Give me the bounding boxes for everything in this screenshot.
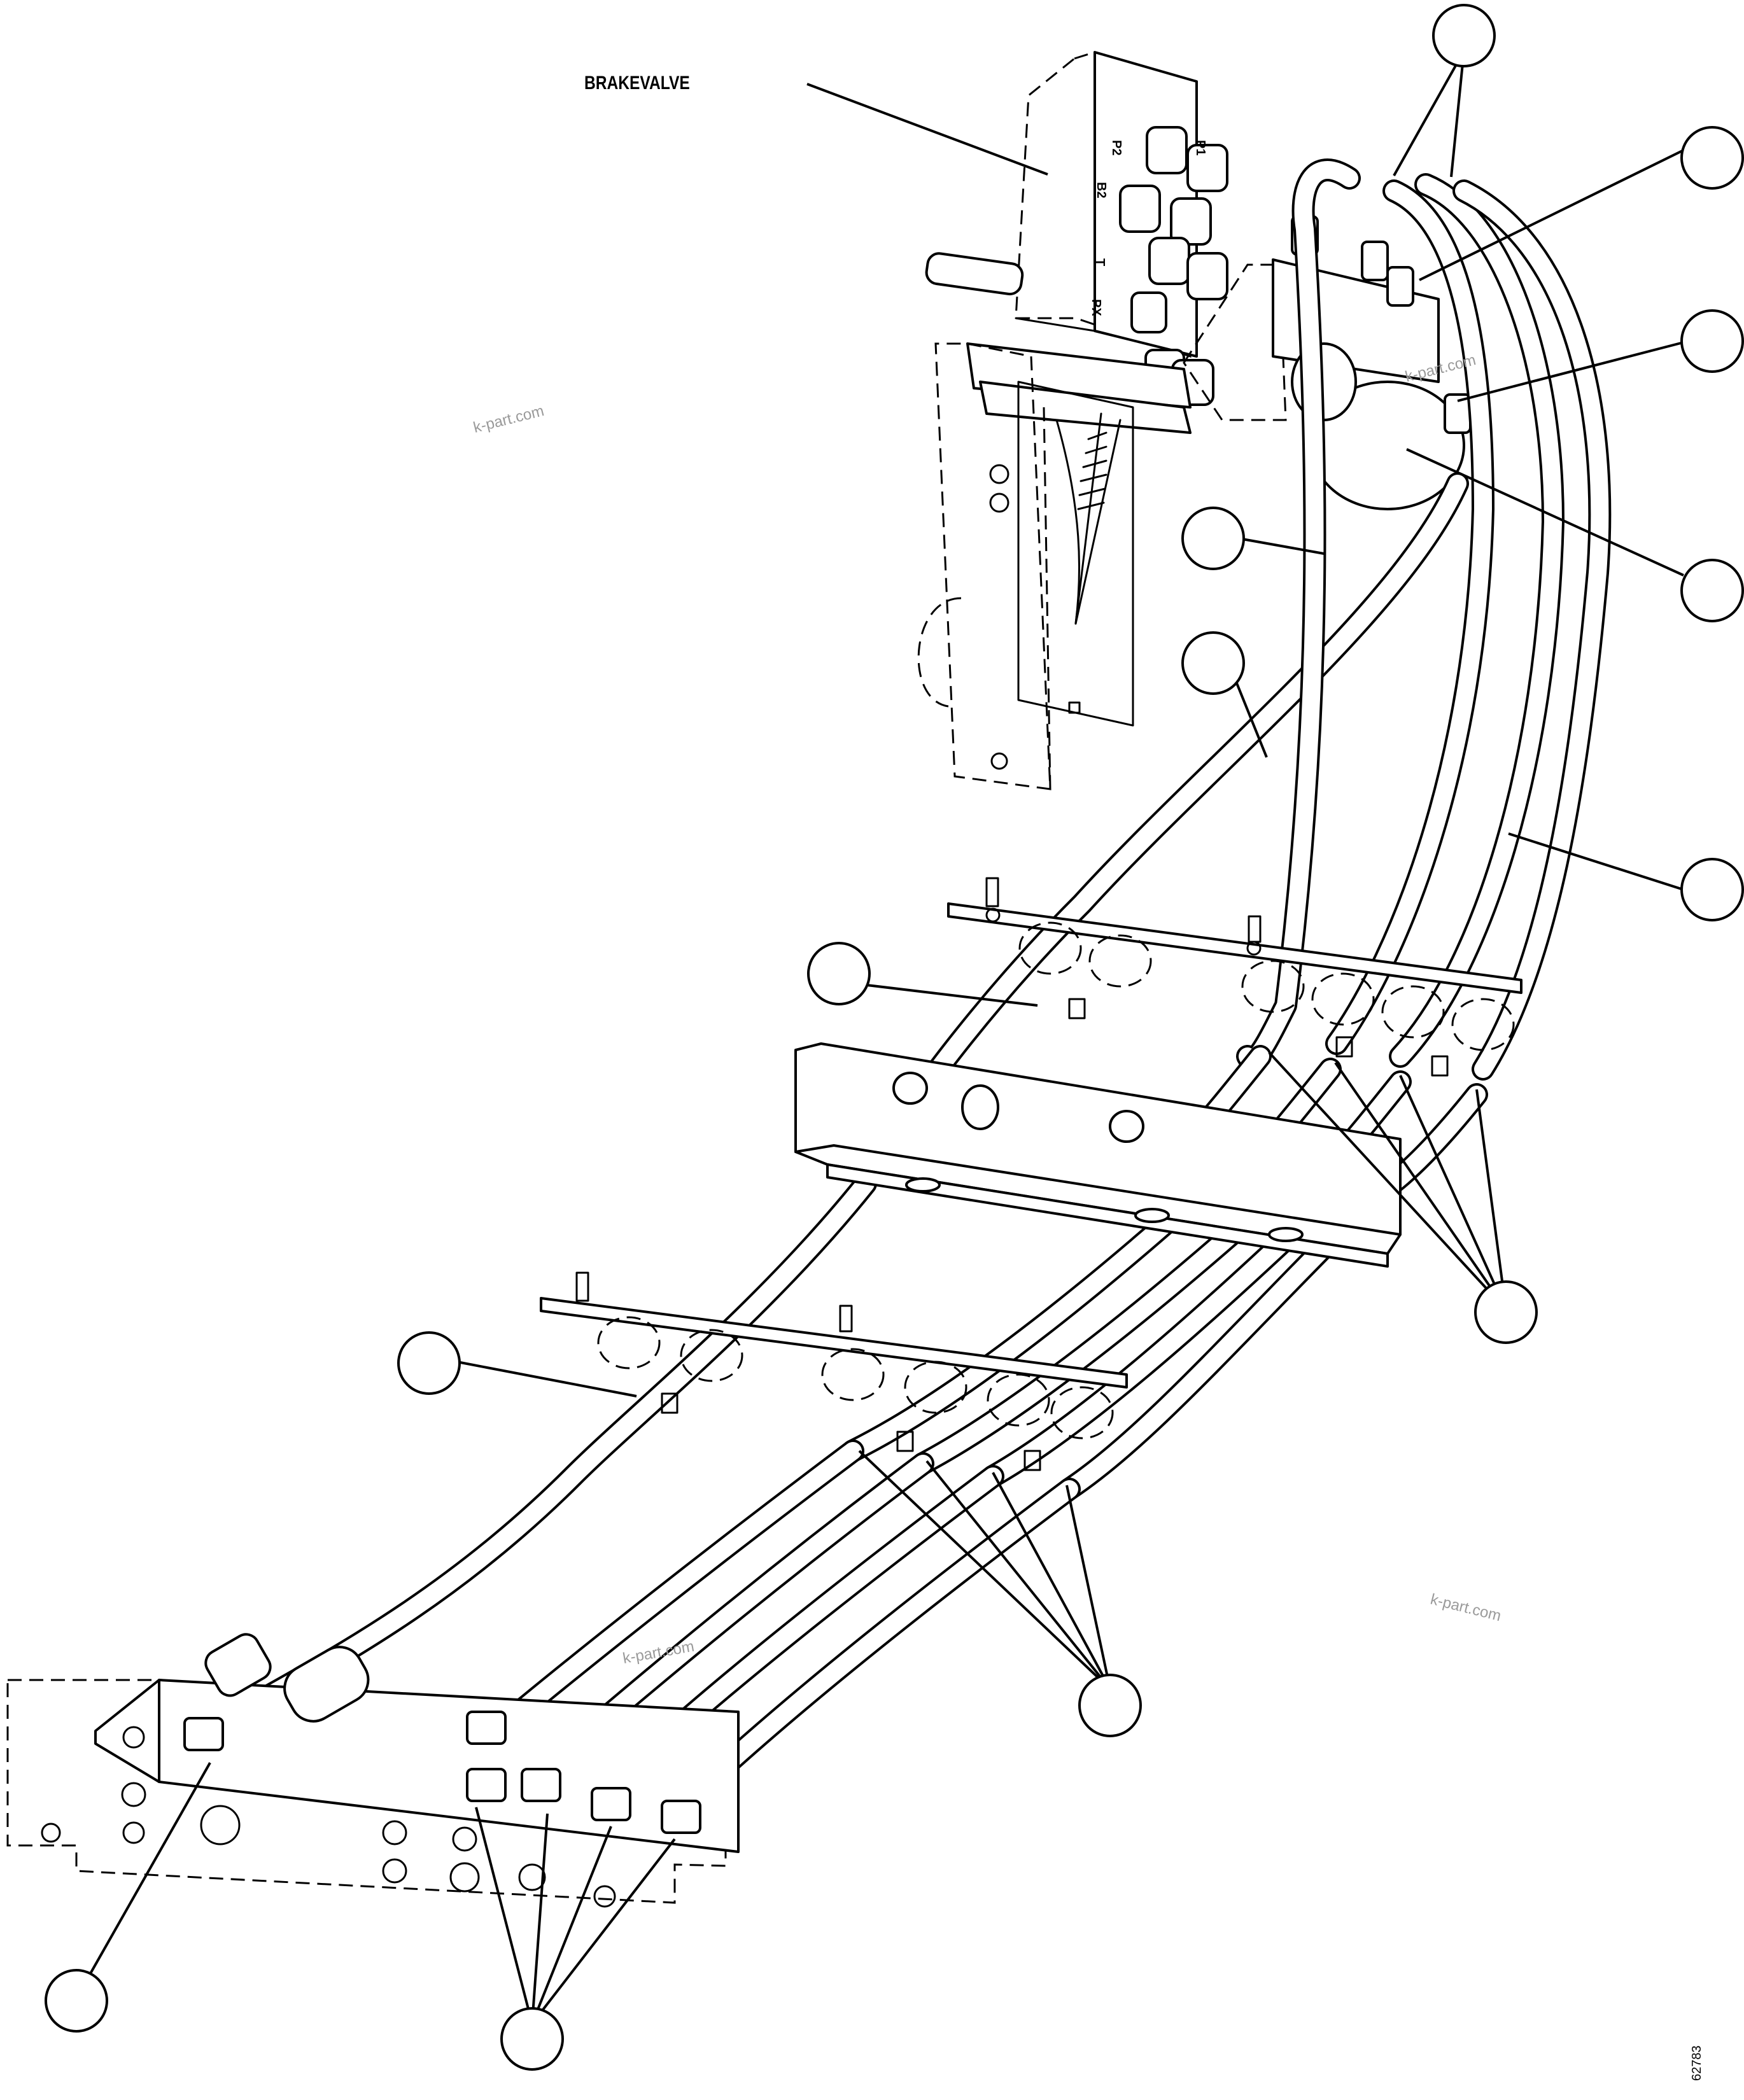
callout-leaders <box>75 50 1684 2025</box>
callout-balloon <box>1078 1674 1142 1737</box>
callout-balloon <box>397 1331 461 1395</box>
hose-fill-1 <box>895 475 1466 1129</box>
callout-balloon <box>1680 559 1744 622</box>
callout-balloon <box>807 942 871 1005</box>
hose-fill-12 <box>914 1200 1269 1473</box>
hose-fill-5 <box>1391 176 1562 1065</box>
mounting-beam <box>794 1042 1402 1268</box>
brake-valve-label: BRAKEVALVE <box>584 72 690 94</box>
hose-fill-11 <box>844 1187 1206 1460</box>
hose-fill-13 <box>984 1207 1320 1485</box>
bulkhead-fittings <box>183 1633 701 1834</box>
upper-clamp-bar <box>947 877 1522 1077</box>
hose-fill-14 <box>1060 1213 1358 1498</box>
callout-balloon <box>1181 507 1245 570</box>
callout-balloon <box>1474 1280 1538 1344</box>
callout-balloon <box>1680 309 1744 373</box>
callout-balloon <box>1680 858 1744 921</box>
callout-balloon <box>1181 631 1245 695</box>
port-mark-t: T <box>1093 258 1107 266</box>
brake-valve: P2 P1 B2 T PX <box>917 51 1228 790</box>
callout-balloon <box>1432 4 1496 67</box>
port-mark-b2: B2 <box>1094 182 1108 199</box>
port-mark-p1: P1 <box>1193 140 1207 155</box>
brake-valve-leader <box>806 83 1048 176</box>
hose-fill-6 <box>1455 182 1609 1078</box>
callout-balloon <box>1680 126 1744 190</box>
hose-bundle <box>218 158 1612 1806</box>
watermark: k-part.com <box>472 402 546 437</box>
callout-balloons <box>45 4 1744 2071</box>
callout-balloon <box>45 1969 108 2033</box>
callout-balloon <box>500 2007 564 2071</box>
pedal-spring <box>1077 431 1108 510</box>
hose-fill-4 <box>1328 182 1492 1053</box>
lower-clamp-bar <box>540 1271 1128 1471</box>
port-mark-p2: P2 <box>1109 140 1123 155</box>
watermark: k-part.com <box>1429 1591 1503 1625</box>
drawing-number: 62783 <box>1690 2045 1704 2081</box>
port-mark-px: PX <box>1089 299 1103 316</box>
